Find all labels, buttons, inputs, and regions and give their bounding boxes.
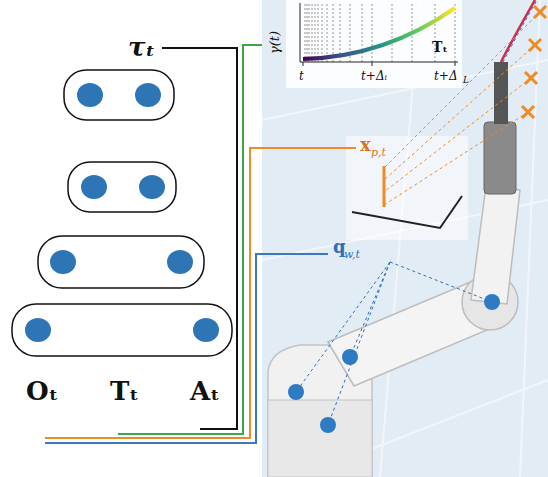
signal-label: q bbox=[333, 238, 346, 256]
tick-subscript: L bbox=[463, 76, 469, 85]
signal-subscript: w,t bbox=[344, 249, 360, 260]
axis-label: γ(t) bbox=[268, 31, 281, 54]
token-label: Aₜ bbox=[190, 378, 220, 404]
token-label: Tₜ bbox=[110, 378, 139, 404]
tick-label: t+Δ bbox=[434, 70, 458, 82]
signal-label: τₜ bbox=[128, 34, 155, 60]
tick-label: t bbox=[299, 70, 304, 82]
token-label: Oₜ bbox=[26, 378, 58, 404]
plot-label: Tₜ bbox=[432, 40, 448, 54]
signal-subscript: p,t bbox=[371, 147, 386, 158]
tick-label: t+Δᵢ bbox=[361, 70, 387, 82]
signal-label: x bbox=[360, 136, 371, 154]
